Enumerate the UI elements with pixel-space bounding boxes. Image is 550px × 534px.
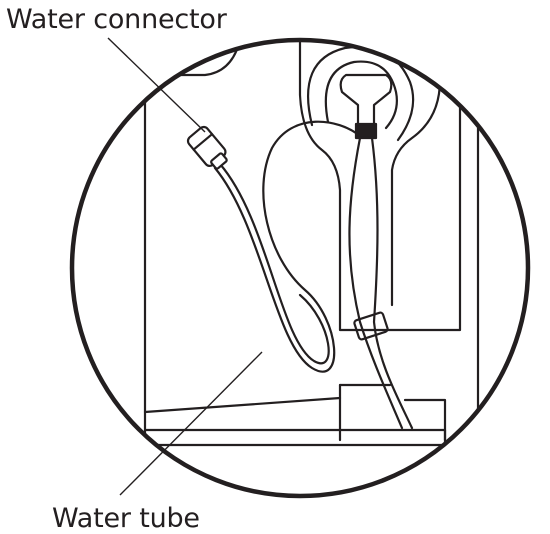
lower-right-block xyxy=(403,398,447,442)
magnifier-ring xyxy=(69,37,531,499)
valve-fitting xyxy=(354,122,378,140)
upper-left-bracket xyxy=(143,40,242,77)
right-housing-inner xyxy=(390,40,442,307)
leader-line-connector xyxy=(107,37,206,133)
water-tube-loop xyxy=(213,120,362,373)
tube-clip xyxy=(353,311,389,341)
right-edge-panel xyxy=(460,93,480,432)
leader-line-tube xyxy=(119,351,263,496)
shelf-top xyxy=(143,396,342,414)
water-tube-drop xyxy=(348,136,404,430)
water-tube-loop-inner xyxy=(218,162,330,365)
water-tube-label: Water tube xyxy=(52,503,200,534)
water-connector xyxy=(186,125,228,170)
valve-body xyxy=(339,73,393,128)
valve-arch-inner xyxy=(324,60,398,130)
right-housing-outer xyxy=(298,40,462,332)
water-connector-label: Water connector xyxy=(6,4,227,35)
magnified-detail xyxy=(143,40,480,477)
